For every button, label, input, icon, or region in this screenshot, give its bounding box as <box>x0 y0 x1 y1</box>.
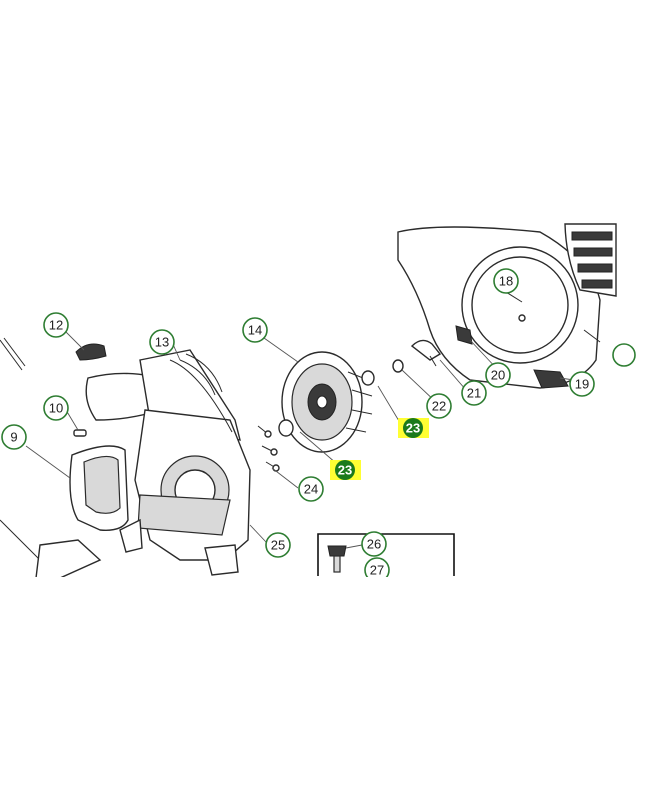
washer-left <box>278 419 294 437</box>
callout-label-18: 18 <box>499 274 513 289</box>
callout-label-25: 25 <box>271 538 285 553</box>
callout-18: 18 <box>493 268 519 294</box>
callout-23-lower: 23 <box>335 460 355 480</box>
callout-label-19: 19 <box>575 377 589 392</box>
callout-label-24: 24 <box>304 482 318 497</box>
part-12-trigger <box>75 343 107 361</box>
callout-label-23-upper: 23 <box>406 421 420 436</box>
callout-27: 27 <box>364 557 390 583</box>
callout-26: 26 <box>361 531 387 557</box>
callout-cropped-right <box>612 343 636 367</box>
callout-19: 19 <box>569 371 595 397</box>
callout-20: 20 <box>485 362 511 388</box>
callout-label-12: 12 <box>49 318 63 333</box>
callout-label-14: 14 <box>248 323 262 338</box>
callout-10: 10 <box>43 395 69 421</box>
callout-label-13: 13 <box>155 335 169 350</box>
crop-mask-bottom <box>0 577 652 800</box>
callout-label-23-lower: 23 <box>338 463 352 478</box>
part-volute-housing <box>397 226 601 389</box>
callout-25: 25 <box>265 532 291 558</box>
inset-box <box>317 533 455 576</box>
part-14-fan <box>281 351 373 453</box>
callout-13: 13 <box>149 329 175 355</box>
callout-label-22: 22 <box>432 399 446 414</box>
part-9-cover <box>35 445 129 579</box>
part-13-cable <box>169 359 233 433</box>
callout-label-27: 27 <box>370 563 384 578</box>
tube-outline-left <box>0 337 61 579</box>
callout-22: 22 <box>426 393 452 419</box>
callout-label-10: 10 <box>49 401 63 416</box>
callout-21: 21 <box>461 380 487 406</box>
callout-label-20: 20 <box>491 368 505 383</box>
callout-label-9: 9 <box>10 430 17 445</box>
callout-24: 24 <box>298 476 324 502</box>
part-housing-main <box>85 349 251 576</box>
callout-23-upper: 23 <box>403 418 423 438</box>
callout-label-26: 26 <box>367 537 381 552</box>
screw-right <box>583 329 601 343</box>
callout-9: 9 <box>1 424 27 450</box>
callout-14: 14 <box>242 317 268 343</box>
part-23-washers <box>361 359 404 386</box>
callout-12: 12 <box>43 312 69 338</box>
callout-label-21: 21 <box>467 386 481 401</box>
engine-fins <box>564 223 617 297</box>
part-10-screw <box>73 429 87 437</box>
part-24-studs <box>257 425 280 472</box>
